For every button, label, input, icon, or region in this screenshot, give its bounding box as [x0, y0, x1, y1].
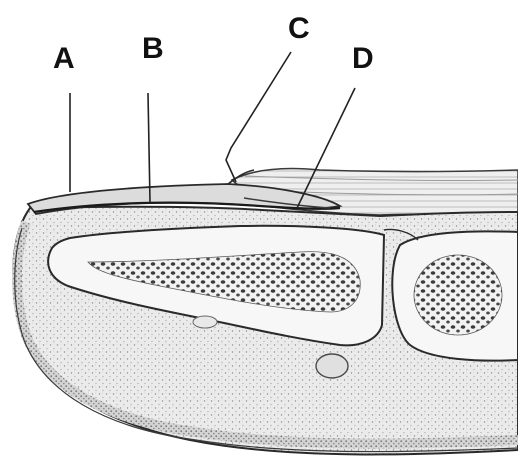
label-c: C — [288, 12, 310, 45]
label-d: D — [352, 42, 374, 75]
label-a: A — [53, 42, 75, 75]
label-b: B — [142, 32, 164, 65]
leader-line-b — [148, 93, 150, 202]
leader-line-c — [226, 52, 291, 182]
